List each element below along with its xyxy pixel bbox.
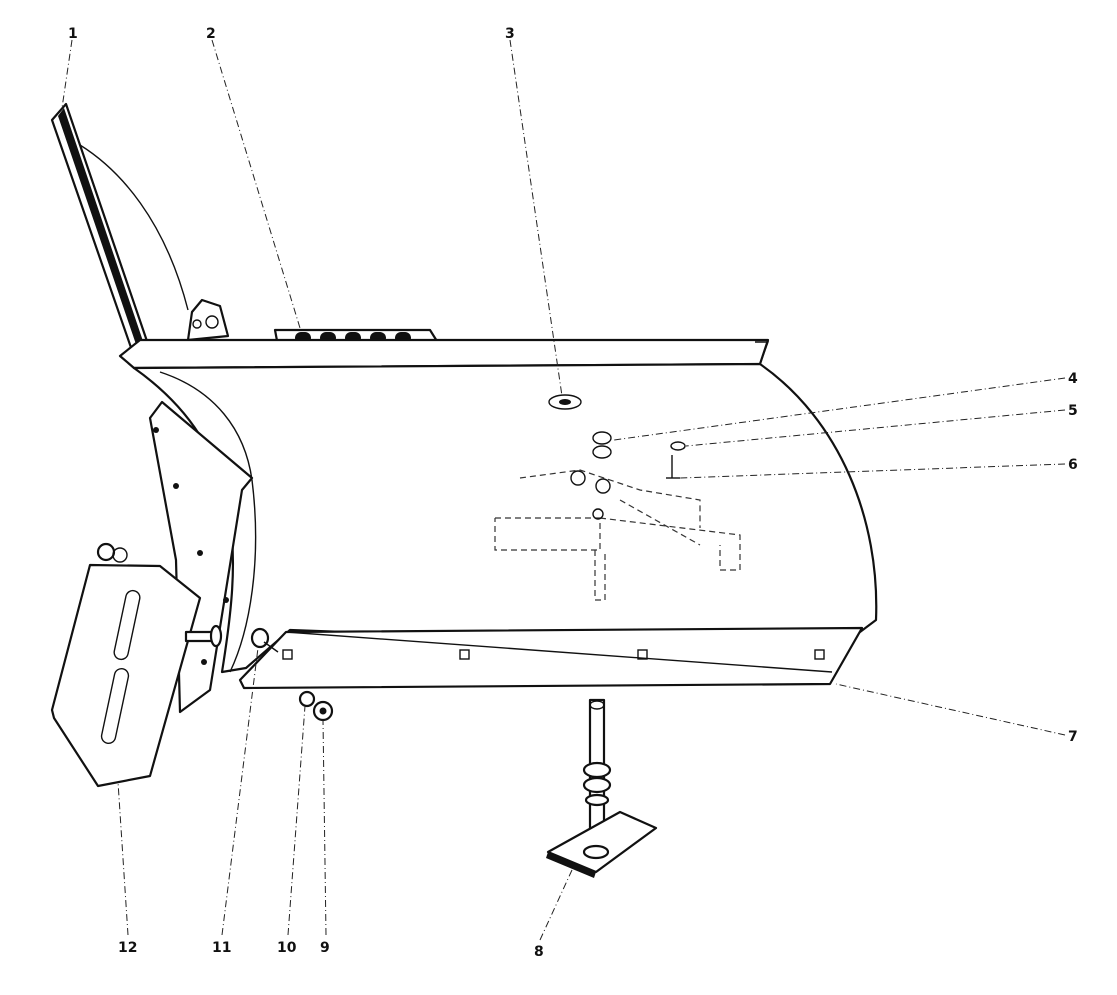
callout-2: 2 [206,26,216,42]
part-4-spring-washer [592,431,612,459]
callout-7: 7 [1068,729,1078,745]
part-7-cutting-edge [238,626,864,690]
part-10-lock-washer [298,690,316,708]
callout-12: 12 [118,940,137,956]
callout-5: 5 [1068,403,1078,419]
part-1-support-arm [50,102,189,364]
callout-8: 8 [534,944,544,960]
part-6-bolt [666,455,680,479]
part-9-nut [312,700,334,722]
callout-4: 4 [1068,371,1078,387]
part-5-nut [670,441,686,451]
leader-lines [61,39,1066,941]
callout-labels: 1 2 3 4 5 6 7 8 9 10 11 12 [68,26,1078,960]
part-3-washer [548,394,582,410]
callout-10: 10 [277,940,297,956]
part-8-skid-shoe [546,698,658,878]
hidden-pivot-frame [494,469,741,601]
callout-11: 11 [212,940,231,956]
callout-3: 3 [505,26,515,42]
callout-6: 6 [1068,457,1078,473]
part-12-side-plate [50,542,223,788]
mounting-bracket [186,298,230,342]
callout-9: 9 [320,940,330,956]
part-11-carriage-bolt [250,627,279,653]
callout-1: 1 [68,26,78,42]
